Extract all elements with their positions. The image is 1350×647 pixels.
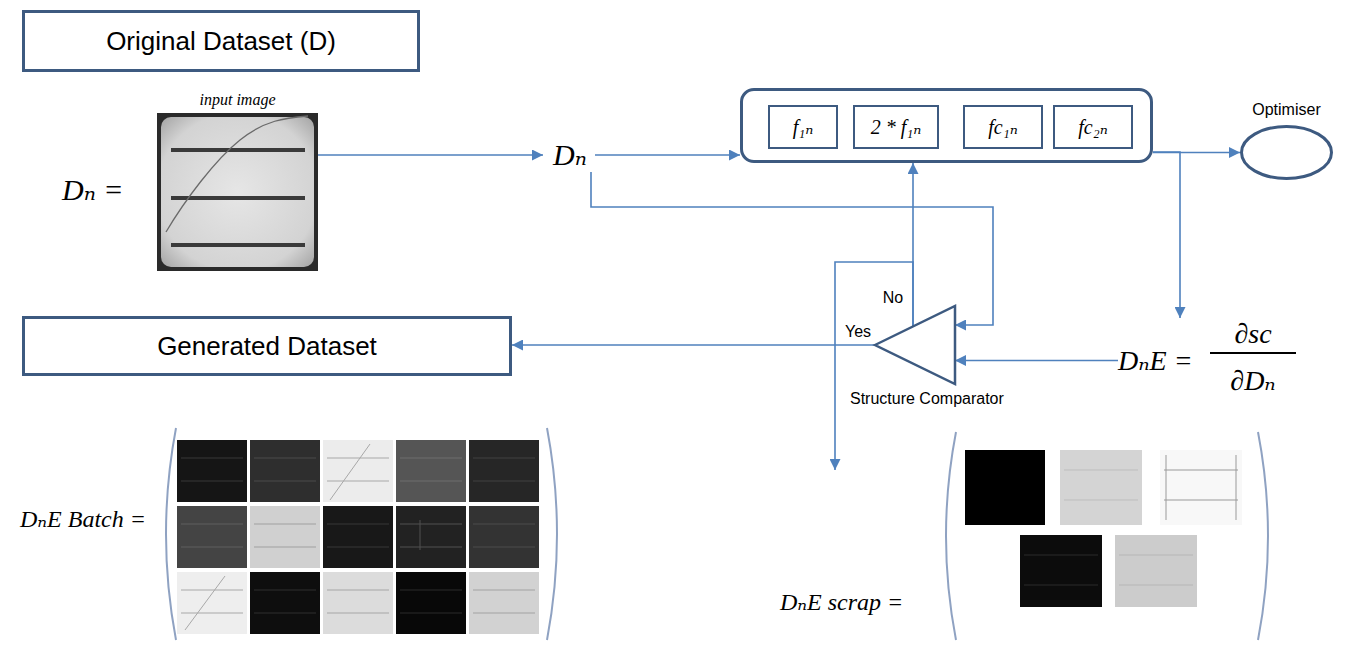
scrap-matrix-part (1024, 555, 1098, 585)
layer-box: f₁ₙ (768, 105, 838, 149)
node-text: Structure Comparator (850, 390, 1004, 408)
batch-matrix-part (177, 572, 247, 634)
connector-arrow (318, 154, 543, 156)
node-text: DₙE Batch = (20, 505, 146, 533)
batch-matrix-part (254, 524, 316, 547)
batch-matrix-part (181, 458, 243, 481)
free-label: Dₙ = (62, 172, 124, 207)
batch-matrix-part (323, 440, 393, 502)
batch-matrix-part (327, 444, 389, 500)
scrap-matrix-part (946, 432, 956, 640)
batch-matrix-part (396, 572, 466, 634)
batch-matrix-part (400, 458, 462, 481)
dataset-sample: Dₙ (545, 138, 595, 172)
image-matrix: DₙE scrap = (780, 470, 1270, 642)
node-text: f₁ₙ (793, 115, 814, 139)
solar-cell-image-part (171, 148, 305, 152)
scrap-matrix-part (1064, 470, 1138, 500)
connector-arrow (835, 262, 913, 470)
batch-matrix-part (396, 440, 466, 502)
scrap-matrix-part (1020, 535, 1102, 607)
node-text: DₙE scrap = (780, 588, 903, 616)
batch-matrix-part (181, 524, 243, 547)
batch-matrix-part (400, 590, 462, 613)
connector-arrow (595, 154, 740, 156)
connector-arrow (512, 344, 875, 346)
scrap-matrix-part (1160, 450, 1242, 525)
edge-label: Yes (843, 323, 873, 341)
layer-box: fc₂ₙ (1053, 105, 1133, 149)
solar-cell-image-part (171, 243, 305, 247)
optimiser-ellipse: Optimiser (1240, 125, 1333, 180)
batch-matrix-part (323, 506, 393, 568)
solar-cell-image-part (171, 196, 305, 200)
batch-matrix-part (254, 590, 316, 613)
node-text: ∂sc (1210, 318, 1296, 354)
batch-matrix-part (250, 572, 320, 634)
batch-matrix (166, 428, 557, 640)
batch-matrix-part (469, 440, 539, 502)
connector-arrow (955, 360, 1118, 362)
batch-matrix-part (473, 524, 535, 547)
node-text: Optimiser (1210, 101, 1350, 119)
solar-cell-image (157, 113, 318, 271)
solar-cell-image-part (166, 116, 308, 232)
batch-matrix-part (473, 590, 535, 613)
triangle-outline (875, 306, 955, 384)
comparator-triangle: Structure Comparator (875, 306, 955, 384)
node-text: fc₂ₙ (1078, 115, 1108, 139)
scrap-matrix-part (1060, 450, 1142, 525)
batch-matrix-part (181, 576, 243, 630)
image-matrix: DₙE Batch = (20, 425, 555, 640)
scrap-matrix-part (1115, 535, 1197, 607)
scrap-matrix-part (1258, 432, 1268, 640)
node-text: ∂Dₙ (1210, 364, 1296, 397)
node-text: input image (127, 91, 348, 109)
gradient-formula: DₙE = ∂sc ∂Dₙ (1118, 318, 1298, 403)
solar-cell-image-part (161, 117, 314, 267)
scrap-matrix-part (965, 450, 1045, 525)
batch-matrix-part (547, 428, 557, 640)
batch-matrix-part (469, 506, 539, 568)
scrap-matrix-part (1119, 555, 1193, 585)
input-image: input image (157, 113, 318, 271)
connector-arrow (1153, 152, 1180, 318)
batch-matrix-part (177, 506, 247, 568)
node-text: Dₙ (553, 138, 587, 172)
batch-matrix-part (250, 440, 320, 502)
connector-arrow (591, 172, 993, 325)
batch-matrix-part (400, 520, 462, 550)
node-text: Original Dataset (D) (106, 26, 336, 57)
solar-cell-image-part (157, 113, 318, 271)
batch-matrix-part (254, 458, 316, 481)
batch-matrix-part (250, 506, 320, 568)
layer-box: fc₁ₙ (963, 105, 1043, 149)
batch-matrix-part (177, 440, 247, 502)
batch-matrix-part (396, 506, 466, 568)
node-text: 2 * f₁ₙ (871, 115, 922, 139)
layer-box: 2 * f₁ₙ (853, 105, 939, 149)
batch-matrix-part (323, 572, 393, 634)
optimiser-ellipse-outline (1240, 125, 1333, 180)
batch-matrix-part (473, 458, 535, 481)
scrap-matrix (946, 432, 1268, 640)
batch-matrix-part (166, 428, 176, 640)
ellipse-outline (1242, 127, 1332, 179)
scrap-matrix-part (1164, 455, 1238, 520)
network-block: f₁ₙ 2 * f₁ₙ fc₁ₙ fc₂ₙ (740, 88, 1153, 163)
dataset-box: Generated Dataset (22, 316, 512, 376)
batch-matrix-part (469, 572, 539, 634)
comparator-triangle-outline (875, 306, 955, 384)
node-text: Generated Dataset (157, 331, 377, 362)
node-text: fc₁ₙ (988, 115, 1018, 139)
edge-label: No (881, 289, 905, 307)
node-text: DₙE = (1118, 344, 1193, 377)
dataset-box: Original Dataset (D) (22, 10, 420, 72)
batch-matrix-part (327, 590, 389, 613)
batch-matrix-part (327, 524, 389, 547)
